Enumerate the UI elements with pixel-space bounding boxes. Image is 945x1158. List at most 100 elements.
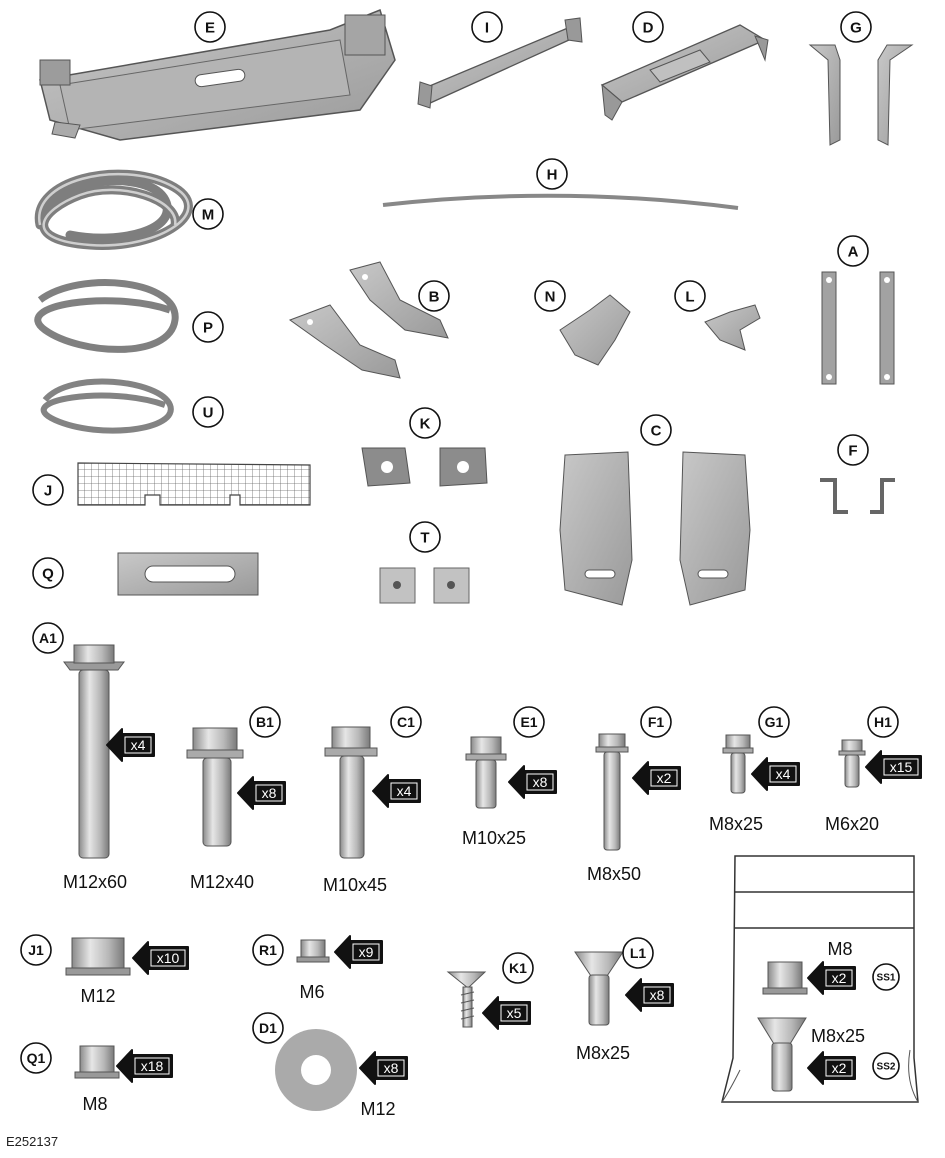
svg-text:K: K [420,415,431,432]
quantity-badge-e1: x8 [508,765,557,799]
svg-text:x8: x8 [262,785,277,801]
bolt-a1 [63,644,125,859]
nut-ss1 [762,961,808,995]
fastener-label-l1: L1 [622,937,654,969]
fastener-label-h1: H1 [867,706,899,738]
part-j-mesh [77,462,311,506]
size-label-d1: M12 [360,1099,395,1119]
part-label-d: D [632,11,664,43]
svg-text:G: G [850,19,862,36]
part-t-pads [379,567,470,604]
svg-text:A: A [848,243,859,260]
part-label-i: I [471,11,503,43]
quantity-badge-d1: x8 [359,1051,408,1085]
nut-j1 [65,937,131,976]
size-label-j1: M12 [80,986,115,1006]
part-label-b: B [418,280,450,312]
quantity-badge-k1: x5 [482,996,531,1030]
part-label-f: F [837,434,869,466]
svg-text:K1: K1 [509,960,527,976]
fastener-label-c1: C1 [390,706,422,738]
fastener-label-q1: Q1 [20,1042,52,1074]
fastener-label-g1: G1 [758,706,790,738]
fastener-label-r1: R1 [252,934,284,966]
part-label-q: Q [32,557,64,589]
svg-text:x4: x4 [776,766,791,782]
size-label-ss1: M8 [827,939,852,959]
size-label-h1: M6x20 [825,814,879,834]
fastener-label-b1: B1 [249,706,281,738]
part-label-c: C [640,414,672,446]
bolt-g1 [722,734,754,794]
svg-text:U: U [203,404,214,421]
part-b-brackets [288,261,449,379]
svg-text:F: F [848,442,857,459]
part-label-e: E [194,11,226,43]
svg-text:E: E [205,19,215,36]
quantity-badge-h1: x15 [865,750,922,784]
quantity-badge-l1: x8 [625,978,674,1012]
quantity-badge-b1: x8 [237,776,286,810]
figure-reference-id: E252137 [6,1134,59,1149]
svg-text:x8: x8 [384,1060,399,1076]
svg-text:SS2: SS2 [877,1062,896,1073]
svg-text:x8: x8 [533,774,548,790]
nut-r1 [296,939,330,963]
svg-text:Q1: Q1 [27,1050,46,1066]
part-label-h: H [536,158,568,190]
part-label-a: A [837,235,869,267]
bolt-l1 [574,951,624,1026]
quantity-badge-r1: x9 [334,935,383,969]
svg-text:N: N [545,288,556,305]
size-label-e1: M10x25 [462,828,526,848]
svg-text:B1: B1 [256,714,274,730]
svg-text:x5: x5 [507,1005,522,1021]
size-label-ss2: M8x25 [811,1026,865,1046]
svg-text:SS1: SS1 [877,973,896,984]
svg-text:x2: x2 [657,770,672,786]
svg-text:C1: C1 [397,714,415,730]
quantity-badge-c1: x4 [372,774,421,808]
part-label-k: K [409,407,441,439]
svg-text:A1: A1 [39,630,57,646]
svg-text:x2: x2 [832,970,847,986]
svg-text:I: I [485,19,489,36]
svg-text:L: L [685,288,694,305]
svg-text:P: P [203,319,213,336]
svg-text:T: T [420,529,429,546]
fastener-label-j1: J1 [20,934,52,966]
quantity-badge-a1: x4 [106,728,155,762]
quantity-badge-ss1: x2 [807,961,856,995]
svg-text:Q: Q [42,565,54,582]
part-p-hose [34,279,179,353]
svg-text:H: H [547,166,558,183]
svg-text:x9: x9 [359,944,374,960]
part-label-t: T [409,521,441,553]
size-label-f1: M8x50 [587,864,641,884]
svg-text:x8: x8 [650,987,665,1003]
screw-k1 [446,971,487,1028]
svg-text:x15: x15 [890,759,913,775]
svg-text:C: C [651,422,662,439]
part-h-strip [382,193,739,210]
size-label-b1: M12x40 [190,872,254,892]
part-label-j: J [32,474,64,506]
svg-text:L1: L1 [630,945,647,961]
bolt-ss2 [757,1017,807,1092]
part-label-l: L [674,280,706,312]
fastener-label-e1: E1 [513,706,545,738]
quantity-badge-j1: x10 [132,941,189,975]
svg-text:D: D [643,19,654,36]
fastener-label-ss2: SS2 [872,1052,900,1080]
part-n-bracket [559,294,631,366]
size-label-a1: M12x60 [63,872,127,892]
part-g-brackets [808,44,914,146]
part-l-bracket [704,304,761,351]
fastener-label-d1: D1 [252,1012,284,1044]
fastener-label-k1: K1 [502,952,534,984]
part-label-g: G [840,11,872,43]
